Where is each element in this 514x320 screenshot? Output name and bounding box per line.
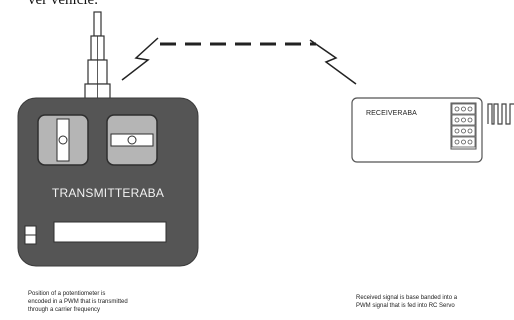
transmitter-switch (24, 225, 37, 245)
receiver-label: RECEIVERABA (366, 110, 417, 117)
caption-line: PWM signal that is fed into RC Servo (356, 303, 455, 309)
lightning-bolt-icon (121, 37, 159, 81)
caption-line: Position of a potentiometer is (28, 291, 106, 297)
left-stick (37, 114, 89, 166)
caption-line: through a carrier frequency (28, 307, 101, 313)
header-fragment: ver vehicle. (28, 0, 98, 8)
caption-line: encoded in a PWM that is transmitted (28, 299, 128, 305)
lightning-bolt-icon (309, 39, 357, 85)
receiver-pin-header (450, 102, 477, 150)
receiver-caption: Received signal is base banded into a PW… (356, 294, 514, 310)
transmitter-display (53, 221, 167, 243)
antenna-icon (84, 11, 111, 101)
transmitter-label: TRANSMITTERABA (51, 186, 165, 200)
pwm-waveform-icon (487, 103, 514, 125)
right-stick (106, 114, 158, 166)
caption-line: Received signal is base banded into a (356, 295, 458, 301)
transmitter-caption: Position of a potentiometer is encoded i… (28, 290, 178, 314)
receiver-body (351, 97, 483, 163)
